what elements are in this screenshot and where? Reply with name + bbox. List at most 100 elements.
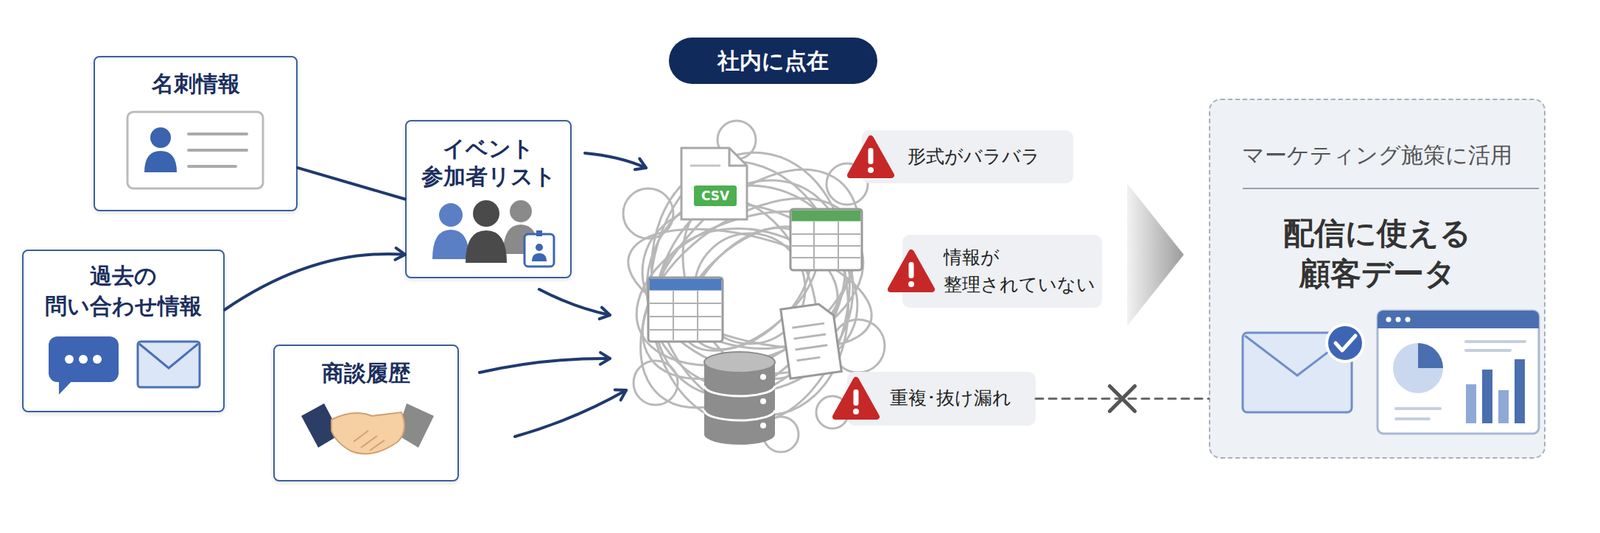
database-rings: [704, 386, 775, 421]
person-head: [509, 200, 532, 223]
tangle-loop: [694, 233, 806, 345]
node-title: イベント 参加者リスト: [421, 134, 557, 191]
spreadsheet-icon: [648, 277, 723, 342]
tangle-loop: [666, 205, 834, 373]
left-sleeve: [301, 403, 341, 448]
node-title: CSV: [701, 190, 730, 203]
sheet-header: [791, 210, 862, 222]
warning-bar: [909, 262, 915, 279]
warning-box: 形式がバラバラ: [861, 130, 1074, 184]
check-mark: [1335, 335, 1356, 351]
window-frame: [1377, 310, 1539, 434]
chat-dot: [64, 355, 74, 364]
check-circle: [1326, 324, 1364, 362]
warning-icon: [850, 138, 892, 176]
tangle-loop: [638, 144, 861, 434]
warning-box: 重複･抜け漏れ: [847, 372, 1036, 426]
tangle-curl: [717, 120, 756, 160]
bar: [1482, 369, 1493, 424]
dashboard-icon: [1377, 310, 1539, 434]
flow-arrow: [584, 153, 647, 168]
document-page: [780, 302, 842, 379]
window-dot: [1405, 317, 1411, 323]
node-title: 重複･抜け漏れ: [889, 386, 1012, 412]
warning-triangle: [850, 138, 892, 176]
connector-arrow: [224, 254, 406, 311]
person-head: [439, 203, 463, 227]
card-frame: [127, 111, 263, 189]
warning-dot: [908, 281, 915, 288]
cross-mark: [1110, 386, 1136, 412]
mail-flap: [1244, 335, 1350, 376]
fingers: [353, 430, 385, 451]
tangle-curl: [623, 188, 674, 239]
warning-dot: [867, 167, 874, 174]
tangle-loop: [615, 206, 885, 371]
tangle-loop: [623, 139, 876, 438]
window-dot: [1395, 317, 1402, 323]
file-icon: [681, 148, 747, 220]
chat-dot: [92, 355, 102, 364]
flow-arrow: [479, 358, 610, 373]
tangle-loop: [646, 185, 854, 392]
person-head: [472, 200, 500, 227]
file-line: [690, 165, 721, 168]
right-sleeve: [396, 403, 434, 448]
node-title: 商談履歴: [321, 360, 411, 387]
sheet-frame: [648, 277, 723, 342]
sheet-grid: [649, 290, 722, 341]
document-icon: [780, 302, 842, 379]
tangle-curl: [763, 416, 799, 453]
tangle-loop: [652, 215, 848, 362]
source-box: 名刺情報: [93, 55, 298, 212]
source-box: イベント 参加者リスト: [405, 120, 572, 279]
node-title: 形式がバラバラ: [907, 145, 1041, 170]
warning-icon: [835, 380, 877, 417]
person-body: [465, 230, 507, 263]
person-body: [503, 224, 539, 255]
node-title: 名刺情報: [151, 70, 241, 98]
window-dot: [1386, 317, 1392, 323]
database-icon: [704, 352, 775, 445]
spreadsheet-icon: [790, 209, 862, 271]
tangle-loop: [615, 182, 885, 395]
connector-arrow: [297, 167, 406, 200]
tangle-curl: [633, 360, 678, 406]
tangle-loop: [659, 202, 841, 375]
mail-icon: [137, 341, 200, 388]
document-lines: [791, 323, 829, 361]
database-dot: [760, 422, 767, 429]
dashboard-lines: [1395, 341, 1525, 420]
file-badge: CSV: [693, 185, 737, 207]
source-box: 商談履歴: [273, 344, 459, 482]
mail-check-icon: [1242, 324, 1364, 413]
sheet-grid: [791, 221, 861, 269]
tangle-loop: [618, 174, 882, 403]
mail-flap: [139, 344, 199, 369]
node-body: 配信に使える 顧客データ: [1283, 213, 1472, 294]
hands: [331, 412, 405, 454]
tangle-loop: [616, 145, 884, 432]
tangle-curl: [816, 396, 849, 429]
sheet-frame: [790, 209, 862, 271]
big-chevron: [1127, 183, 1184, 327]
window-bar: [1377, 319, 1539, 329]
node-title: 情報が 整理されていない: [943, 244, 1096, 299]
pie-slice: [1418, 343, 1444, 369]
warning-dot: [853, 408, 859, 415]
warning-bar: [868, 148, 874, 165]
chat-dot: [78, 355, 88, 364]
card-lines: [188, 134, 247, 167]
warning-triangle: [835, 380, 877, 417]
bar: [1514, 359, 1525, 424]
file-fold: [729, 148, 747, 166]
mail-body: [1242, 332, 1352, 413]
mail-body: [137, 341, 200, 388]
window-bar: [1377, 310, 1539, 329]
flow-arrows: [479, 153, 647, 437]
node-title: 社内に点在: [717, 47, 829, 75]
